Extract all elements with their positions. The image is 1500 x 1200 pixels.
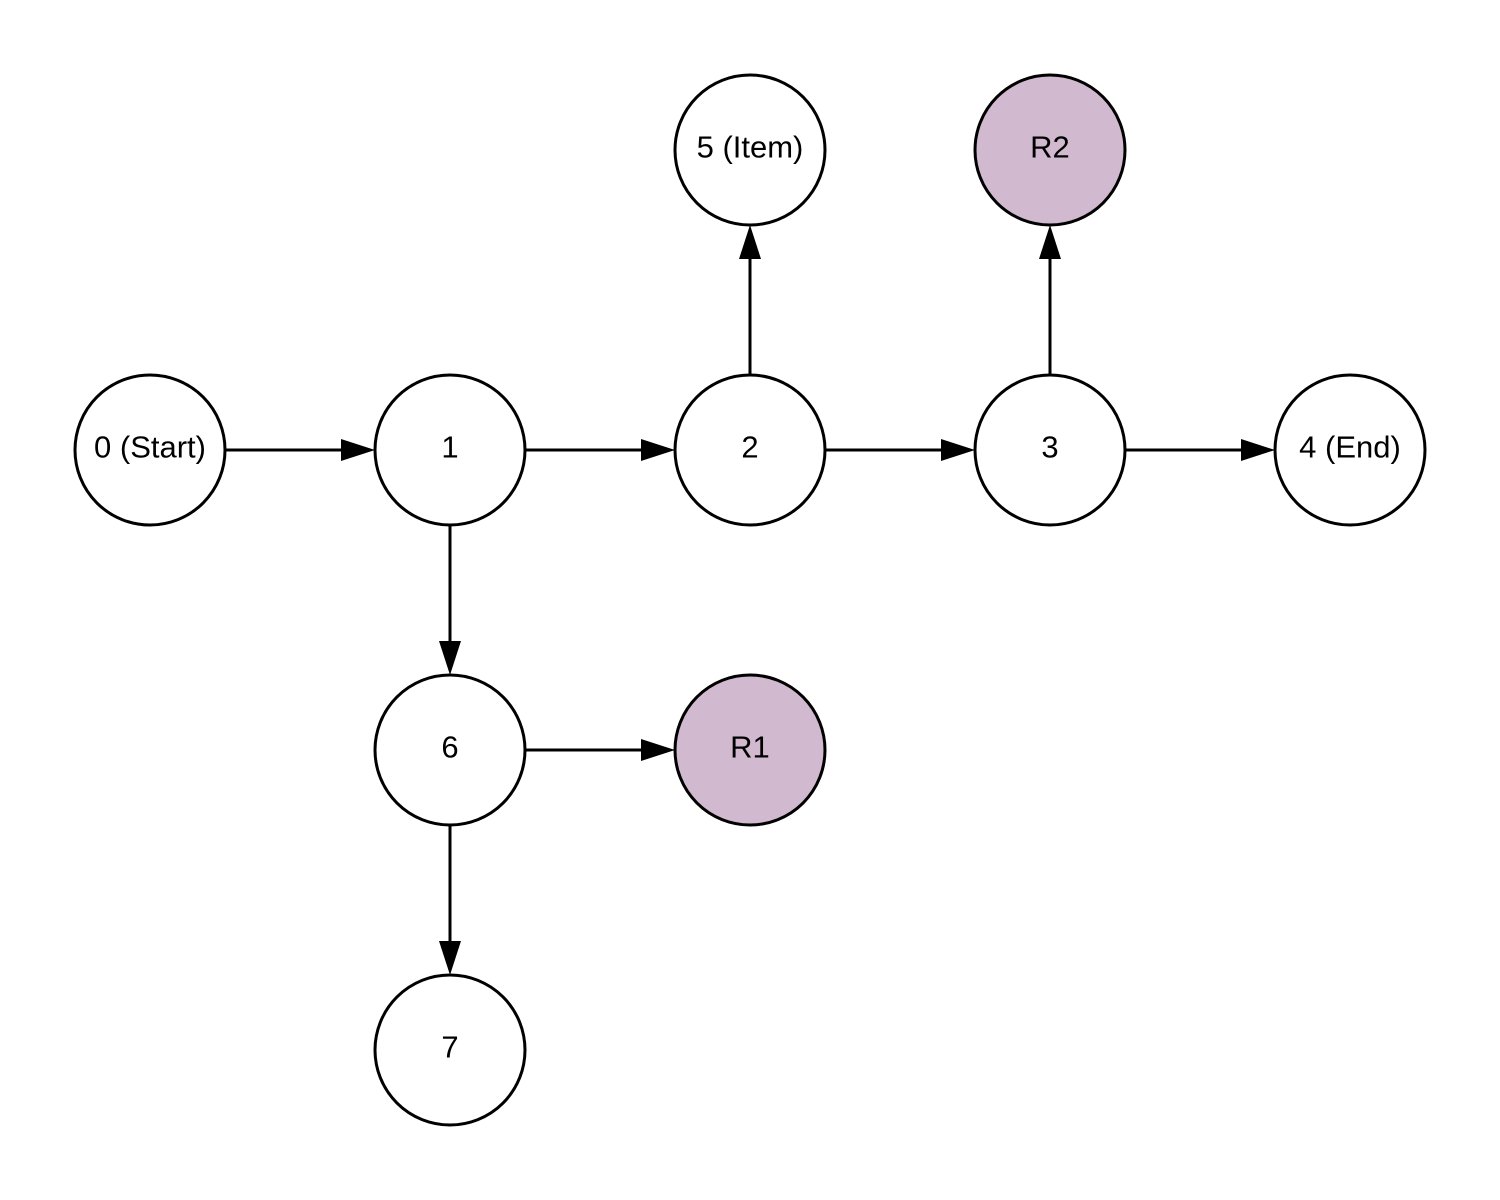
arrowhead-icon [739, 225, 761, 259]
arrowhead-icon [641, 439, 675, 461]
arrowhead-icon [439, 941, 461, 975]
node-circle [373, 973, 527, 1127]
node-7: 7 [373, 973, 527, 1127]
node-0-start: 0 (Start) [73, 373, 227, 527]
node-2: 2 [673, 373, 827, 527]
node-label: 1 [441, 430, 458, 465]
arrowhead-icon [341, 439, 375, 461]
node-6: 6 [373, 673, 527, 827]
node-circle [673, 373, 827, 527]
node-1: 1 [373, 373, 527, 527]
node-5-item: 5 (Item) [673, 73, 827, 227]
node-r1: R1 [673, 673, 827, 827]
node-label: 6 [441, 730, 458, 765]
node-label: R2 [1030, 130, 1070, 165]
node-label: 3 [1041, 430, 1058, 465]
node-circle [673, 73, 827, 227]
node-circle [673, 673, 827, 827]
edge-n3-to-n4 [1125, 439, 1275, 461]
node-circle [1273, 373, 1427, 527]
node-label: 7 [441, 1030, 458, 1065]
edge-n6-to-nr1 [525, 739, 675, 761]
node-r2: R2 [973, 73, 1127, 227]
node-label: R1 [730, 730, 770, 765]
arrowhead-icon [641, 739, 675, 761]
edge-n6-to-n7 [439, 825, 461, 975]
node-3: 3 [973, 373, 1127, 527]
node-circle [373, 373, 527, 527]
nodes-layer: 0 (Start) 1 2 3 4 (End) 5 (Item) R2 6 R1 7 [73, 73, 1427, 1127]
edge-n2-to-n3 [825, 439, 975, 461]
edges-layer [225, 225, 1275, 975]
node-label: 0 (Start) [94, 430, 206, 465]
node-label: 2 [741, 430, 758, 465]
node-4-end: 4 (End) [1273, 373, 1427, 527]
arrowhead-icon [941, 439, 975, 461]
edge-n1-to-n2 [525, 439, 675, 461]
node-label: 4 (End) [1299, 430, 1401, 465]
node-circle [973, 373, 1127, 527]
edge-n2-to-n5 [739, 225, 761, 375]
node-label: 5 (Item) [697, 130, 804, 165]
arrowhead-icon [439, 641, 461, 675]
edge-n3-to-nr2 [1039, 225, 1061, 375]
arrowhead-icon [1241, 439, 1275, 461]
edge-n1-to-n6 [439, 525, 461, 675]
node-circle [73, 373, 227, 527]
node-circle [373, 673, 527, 827]
edge-n0-to-n1 [225, 439, 375, 461]
arrowhead-icon [1039, 225, 1061, 259]
node-circle [973, 73, 1127, 227]
